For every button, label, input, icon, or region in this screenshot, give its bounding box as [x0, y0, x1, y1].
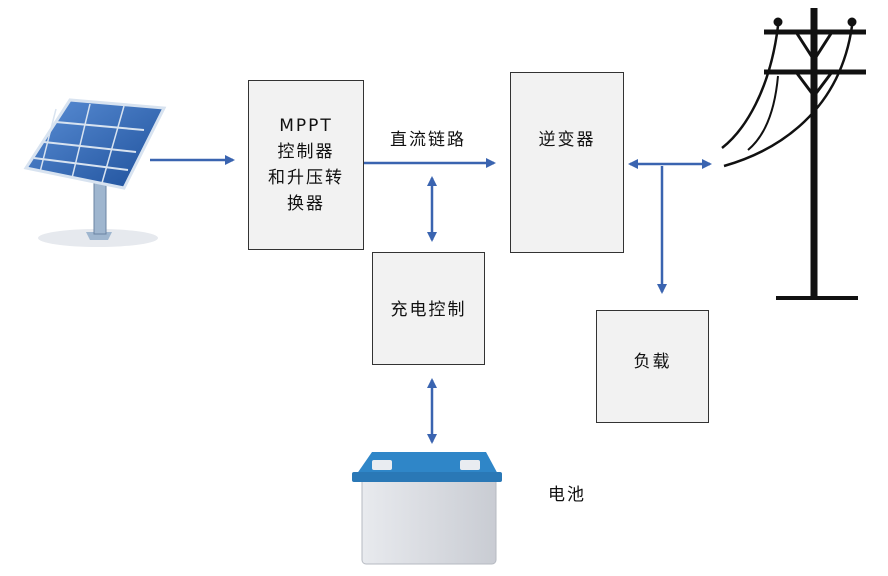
mppt-line-2: 控制器 — [277, 142, 335, 162]
mppt-block: MPPT 控制器 和升压转 换器 — [248, 80, 364, 250]
mppt-line-4: 换器 — [287, 194, 325, 214]
inverter-label: 逆变器 — [538, 130, 596, 150]
battery-icon — [352, 452, 502, 565]
charge-control-label: 充电控制 — [390, 300, 467, 320]
inverter-block: 逆变器 — [510, 72, 624, 253]
utility-pole-icon — [721, 8, 866, 300]
load-label: 负载 — [633, 352, 672, 372]
dc-link-label: 直流链路 — [390, 130, 466, 150]
mppt-line-1: MPPT — [279, 116, 333, 136]
arrows — [150, 155, 712, 444]
solar-panel-icon — [23, 98, 167, 247]
load-block: 负载 — [596, 310, 709, 423]
charge-control-block: 充电控制 — [372, 252, 485, 365]
battery-label: 电池 — [548, 485, 586, 505]
mppt-line-3: 和升压转 — [268, 168, 344, 188]
